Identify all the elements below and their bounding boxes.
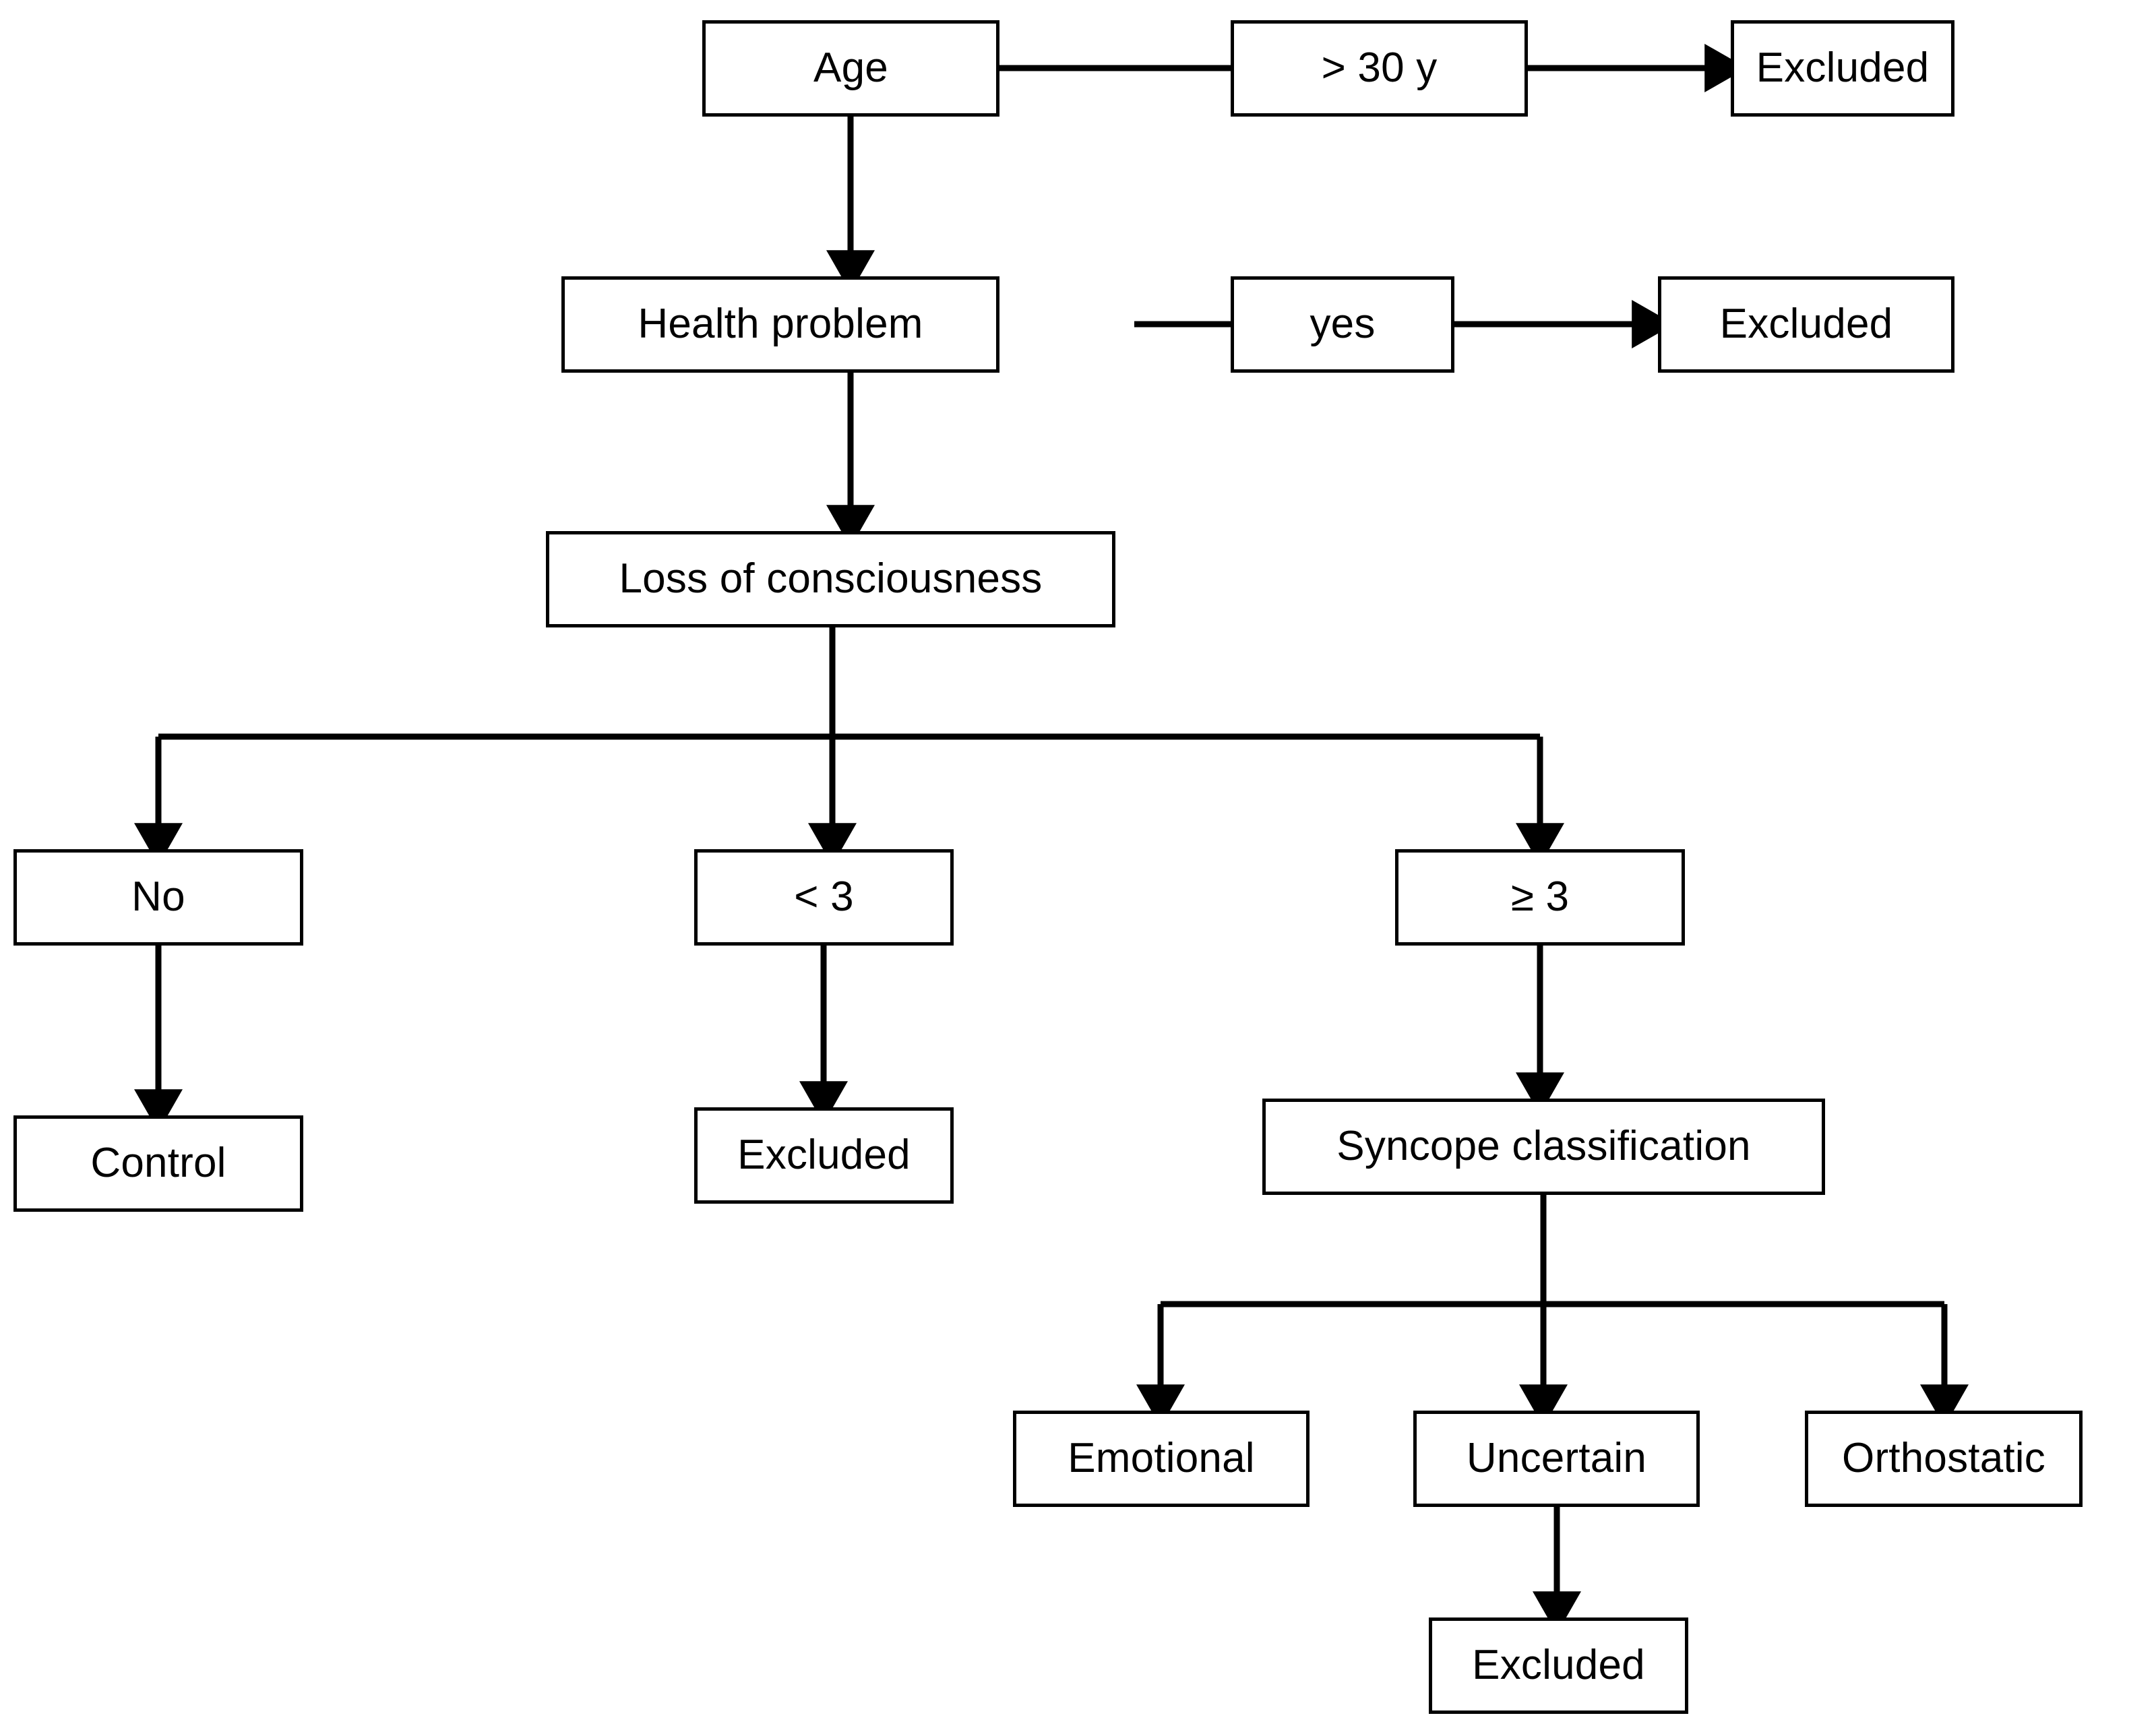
flow-node-label-uncertain: Uncertain <box>1466 1435 1647 1482</box>
flow-node-syncope_class[interactable]: Syncope classification <box>1262 1099 1825 1195</box>
flow-node-uncertain[interactable]: Uncertain <box>1413 1411 1700 1507</box>
flow-node-label-emotional: Emotional <box>1068 1435 1255 1482</box>
flow-node-label-loss_of_cons: Loss of consciousness <box>619 555 1043 603</box>
flow-node-excluded_lt3[interactable]: Excluded <box>694 1107 954 1204</box>
flow-node-branch_no[interactable]: No <box>13 849 303 946</box>
flow-node-label-excluded_lt3: Excluded <box>737 1132 911 1179</box>
flow-node-label-health_problem: Health problem <box>638 301 923 348</box>
flow-node-health_problem[interactable]: Health problem <box>561 276 999 373</box>
flow-node-branch_lt3[interactable]: < 3 <box>694 849 954 946</box>
flow-node-orthostatic[interactable]: Orthostatic <box>1805 1411 2083 1507</box>
flow-node-excluded_hp[interactable]: Excluded <box>1658 276 1954 373</box>
flow-node-control[interactable]: Control <box>13 1115 303 1212</box>
flow-node-label-branch_lt3: < 3 <box>794 873 854 921</box>
flow-node-branch_ge3[interactable]: ≥ 3 <box>1395 849 1685 946</box>
flow-node-age[interactable]: Age <box>702 20 999 117</box>
flow-node-label-syncope_class: Syncope classification <box>1336 1123 1751 1170</box>
flow-node-label-branch_ge3: ≥ 3 <box>1510 873 1570 921</box>
flow-node-loss_of_cons[interactable]: Loss of consciousness <box>546 531 1115 627</box>
flow-node-age_over30[interactable]: > 30 y <box>1231 20 1528 117</box>
flow-node-label-age: Age <box>813 44 888 92</box>
flow-node-label-age_over30: > 30 y <box>1321 44 1438 92</box>
flow-node-excluded_unc[interactable]: Excluded <box>1429 1617 1688 1714</box>
flow-node-label-health_yes: yes <box>1310 301 1376 348</box>
flow-node-emotional[interactable]: Emotional <box>1013 1411 1310 1507</box>
flow-node-label-excluded_unc: Excluded <box>1472 1642 1645 1689</box>
flow-node-label-control: Control <box>90 1140 226 1187</box>
flow-node-label-excluded_age: Excluded <box>1756 44 1930 92</box>
flow-node-label-excluded_hp: Excluded <box>1719 301 1893 348</box>
flow-node-label-orthostatic: Orthostatic <box>1842 1435 2045 1482</box>
flow-node-excluded_age[interactable]: Excluded <box>1731 20 1954 117</box>
flow-node-health_yes[interactable]: yes <box>1231 276 1454 373</box>
flow-node-label-branch_no: No <box>131 873 185 921</box>
